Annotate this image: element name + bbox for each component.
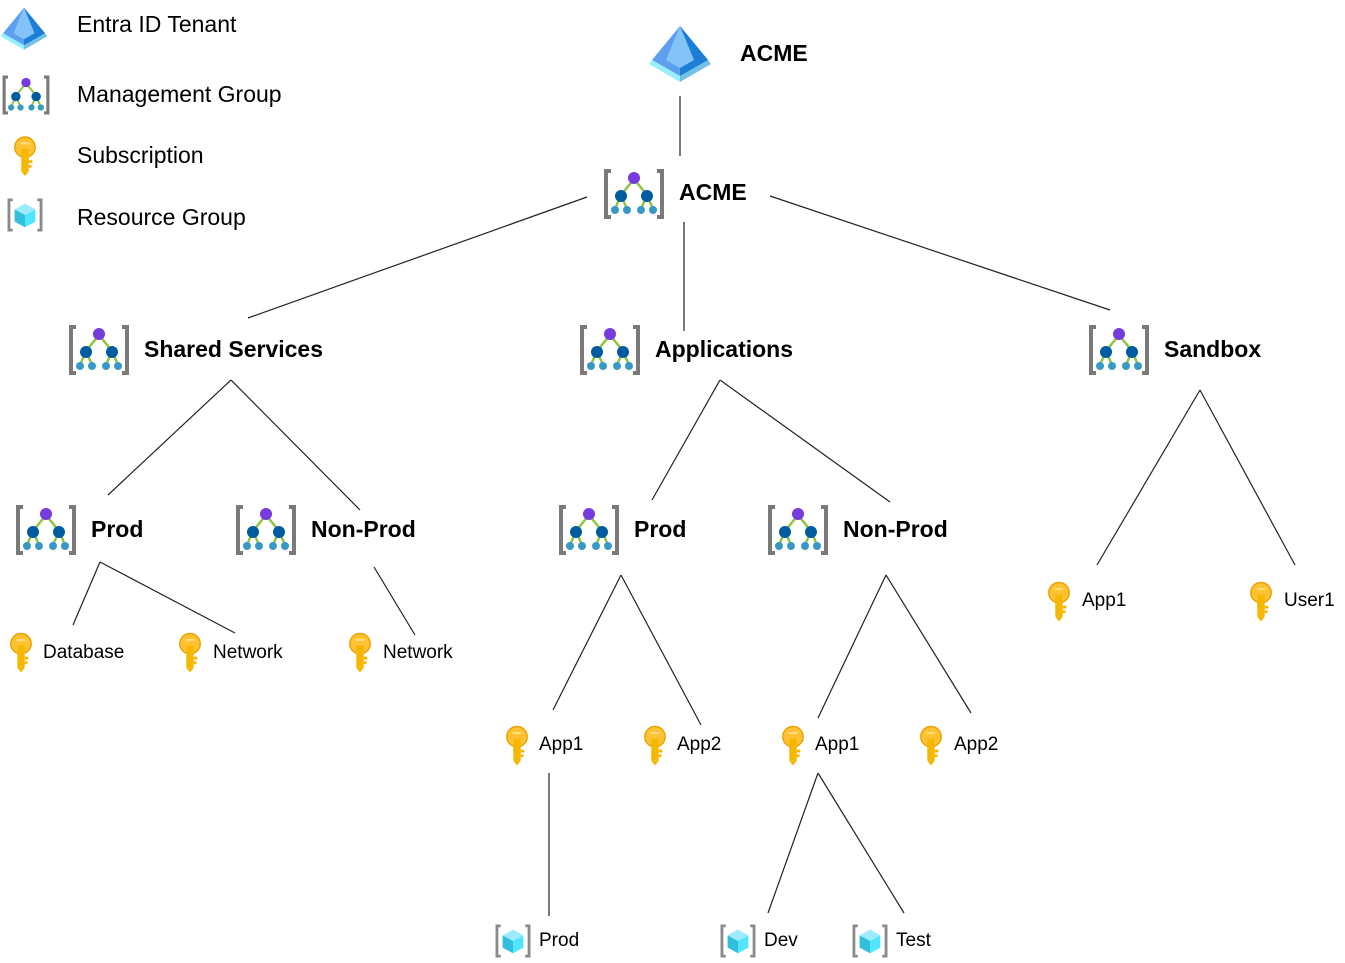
subscription-key-icon	[1248, 581, 1274, 623]
mg-apps-prod-label: Prod	[634, 516, 687, 542]
mg-apps-nonprod-label: Non-Prod	[843, 516, 948, 542]
subscription-key-icon	[177, 632, 203, 674]
resource-group-label: Test	[896, 930, 931, 951]
resource-group-icon	[6, 198, 44, 232]
edge-root-sandbox	[769, 195, 1111, 311]
legend-tenant-label: Entra ID Tenant	[77, 11, 237, 37]
mg-sandbox-label: Sandbox	[1164, 336, 1262, 362]
subscription-label: Network	[213, 642, 283, 663]
edge-sandbox-user1	[1199, 389, 1296, 566]
mg-root-label: ACME	[679, 179, 747, 205]
subscription-label: App2	[954, 734, 999, 755]
edge-ssnonprod-network	[373, 566, 416, 636]
subscription-key-icon	[12, 136, 38, 177]
subscription-label: User1	[1284, 590, 1335, 611]
edge-apps-prod	[651, 379, 721, 501]
legend-resource-group-label: Resource Group	[77, 204, 246, 230]
management-group-icon	[234, 504, 298, 556]
edge-appprod-app2	[620, 574, 702, 726]
resource-group-label: Prod	[539, 930, 580, 951]
subscription-label: App2	[677, 734, 722, 755]
edge-appnonprod-app2	[885, 574, 972, 714]
edge-ssprod-network	[99, 561, 236, 634]
subscription-key-icon	[504, 725, 530, 767]
management-group-icon	[67, 324, 131, 376]
management-group-icon	[1087, 324, 1151, 376]
tenant-icon	[648, 24, 712, 82]
tenant-icon	[0, 6, 48, 50]
resource-group-icon	[719, 924, 757, 958]
edge-appprod-app1	[552, 574, 622, 711]
edge-sandbox-app1	[1096, 389, 1201, 566]
subscription-key-icon	[1046, 581, 1072, 623]
subscription-key-icon	[918, 725, 944, 767]
subscription-label: App1	[1082, 590, 1127, 611]
resource-group-icon	[851, 924, 889, 958]
management-group-icon	[557, 504, 621, 556]
management-group-icon	[14, 504, 78, 556]
mg-applications-label: Applications	[655, 336, 794, 362]
management-group-icon	[766, 504, 830, 556]
edge-appnonprod-app1	[817, 574, 887, 719]
mg-shared-services-label: Shared Services	[144, 336, 324, 362]
subscription-label: Network	[383, 642, 453, 663]
management-group-icon	[578, 324, 642, 376]
subscription-label: App1	[539, 734, 584, 755]
tenant-label: ACME	[740, 40, 808, 66]
legend-subscription-label: Subscription	[77, 142, 204, 168]
edge-apps-nonprod	[719, 379, 891, 503]
legend-management-group-label: Management Group	[77, 81, 282, 107]
management-group-icon	[602, 168, 666, 220]
edge-npapp1-rg-test	[817, 772, 905, 914]
edge-npapp1-rg-dev	[767, 772, 819, 914]
edge-ssprod-database	[72, 561, 101, 626]
edge-root-shared	[247, 196, 588, 319]
subscription-label: App1	[815, 734, 860, 755]
resource-group-icon	[494, 924, 532, 958]
edge-shared-prod	[107, 379, 232, 496]
subscription-key-icon	[347, 632, 373, 674]
subscription-key-icon	[8, 632, 34, 674]
subscription-key-icon	[780, 725, 806, 767]
subscription-key-icon	[642, 725, 668, 767]
edge-shared-nonprod	[230, 379, 361, 511]
subscription-label: Database	[43, 642, 125, 663]
mg-shared-nonprod-label: Non-Prod	[311, 516, 416, 542]
management-group-icon	[1, 74, 51, 116]
mg-shared-prod-label: Prod	[91, 516, 144, 542]
resource-group-label: Dev	[764, 930, 798, 951]
